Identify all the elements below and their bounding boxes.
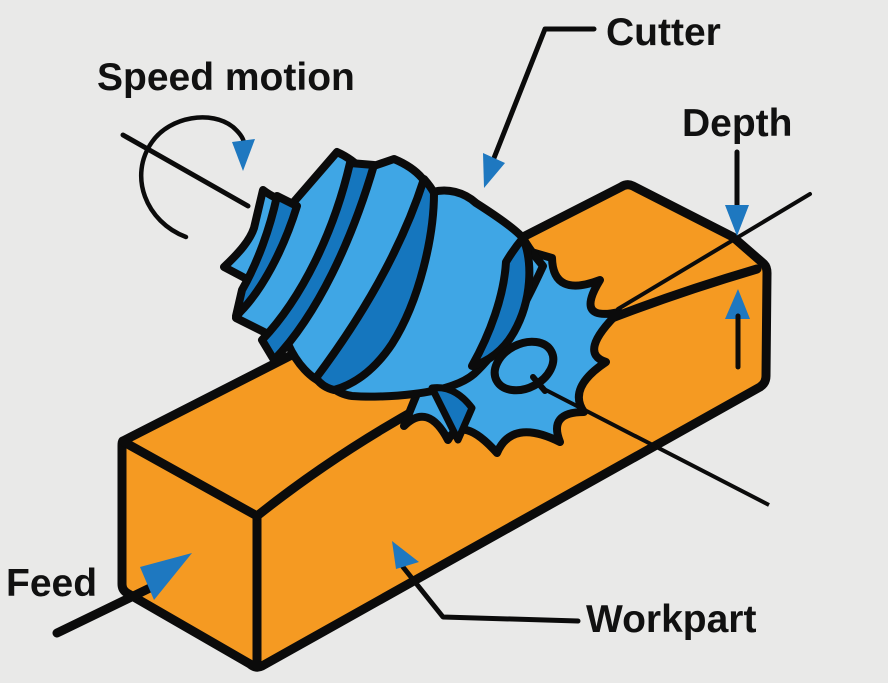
rotation-arc xyxy=(139,115,247,240)
feed-line xyxy=(52,582,157,638)
speed-motion-label: Speed motion xyxy=(97,56,355,99)
workpart-leader-arrow-icon xyxy=(392,541,419,569)
cutter-label: Cutter xyxy=(606,11,721,54)
cutter-flute-dark-1 xyxy=(232,192,301,320)
cutter-leader-arrow-icon xyxy=(483,153,505,188)
speed-motion-annotation: Speed motion xyxy=(97,56,355,240)
depth-arrow-down-icon xyxy=(725,205,749,236)
cutter-leader-line xyxy=(491,26,597,161)
arbor-pointer-line xyxy=(541,386,770,507)
feed-arrow-icon xyxy=(140,553,192,600)
feed-label: Feed xyxy=(6,562,97,605)
cutter-axis-line xyxy=(120,132,251,209)
workpart-label: Workpart xyxy=(586,598,756,641)
cutter-flute-dark-2 xyxy=(258,159,378,364)
depth-annotation: Depth xyxy=(616,102,812,370)
workpart-left-top-edge xyxy=(119,437,262,521)
cutter-flute-dark-3 xyxy=(312,175,438,394)
cutter-annotation: Cutter xyxy=(483,11,721,188)
workpart-leader-line xyxy=(400,564,581,624)
milling-cutter xyxy=(220,148,770,507)
depth-extension-line xyxy=(616,192,812,311)
depth-arrow-up-icon xyxy=(725,289,750,319)
cutter-flute-dark-5 xyxy=(428,384,476,444)
workpart-annotation: Workpart xyxy=(392,541,756,641)
rotation-arrow-icon xyxy=(232,139,255,171)
feed-annotation: Feed xyxy=(6,553,192,638)
depth-label: Depth xyxy=(682,102,793,145)
cutter-arbor-hole xyxy=(490,337,558,395)
cutter-flute-dark-4 xyxy=(468,234,534,370)
